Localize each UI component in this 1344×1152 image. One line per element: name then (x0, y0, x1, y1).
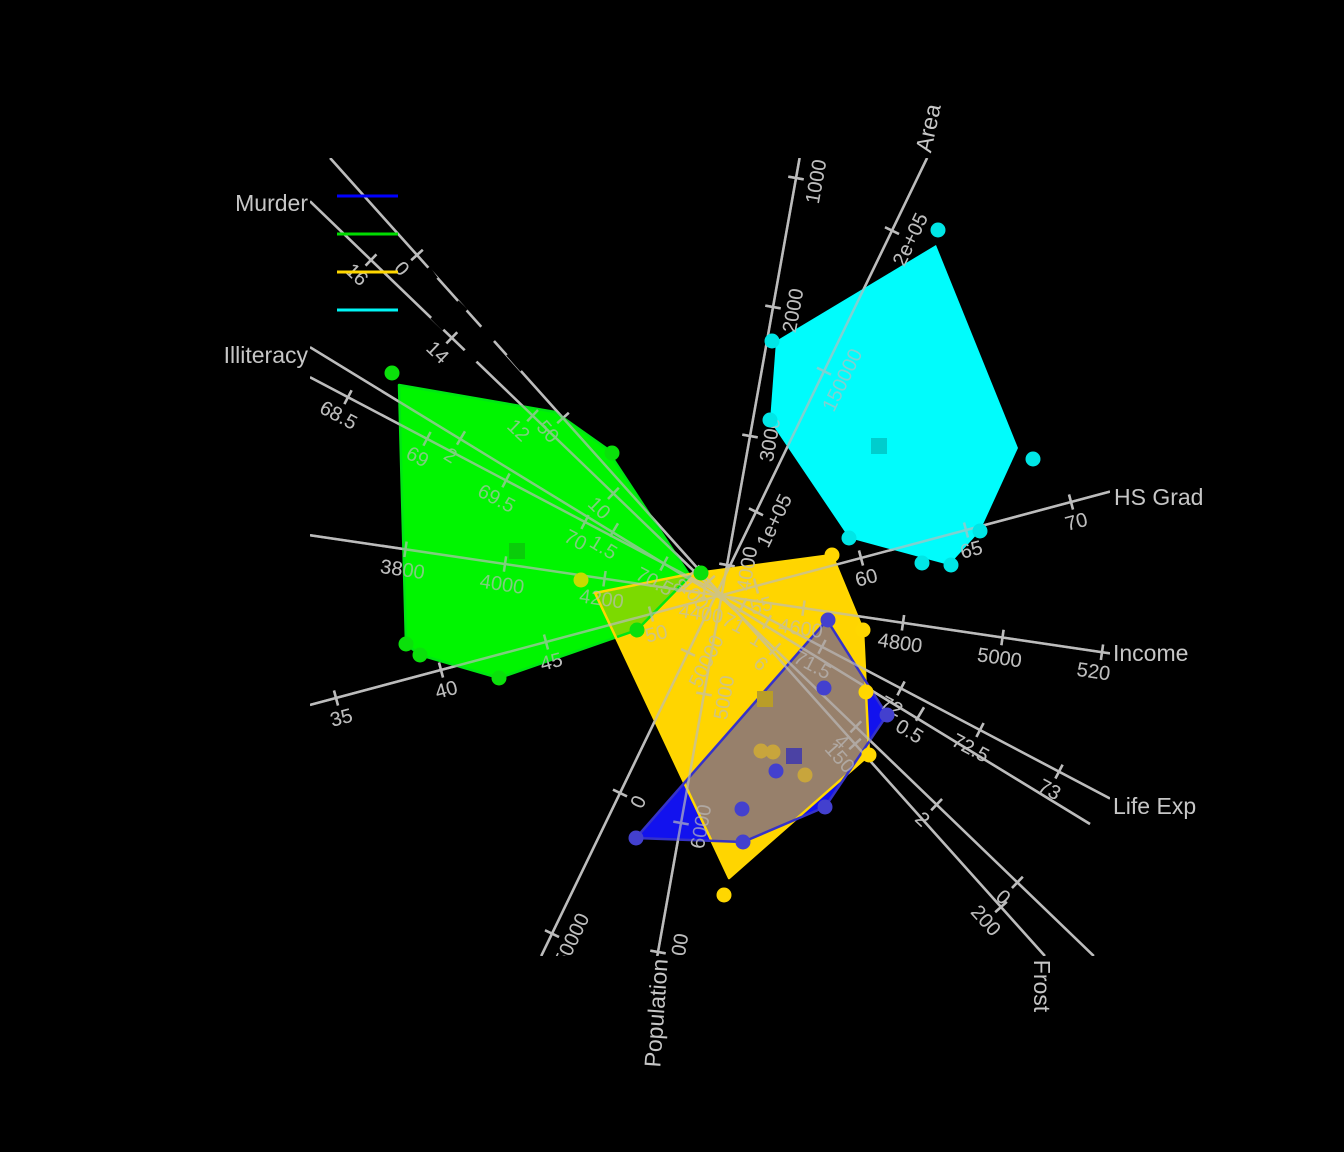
svg-text:HS Grad: HS Grad (1114, 484, 1203, 510)
svg-text:Income: Income (1113, 640, 1188, 666)
svg-text:Life Exp: Life Exp (1113, 793, 1196, 819)
svg-text:Illiteracy: Illiteracy (224, 342, 309, 368)
svg-text:Murder: Murder (235, 190, 308, 216)
svg-text:Frost: Frost (1029, 960, 1055, 1013)
